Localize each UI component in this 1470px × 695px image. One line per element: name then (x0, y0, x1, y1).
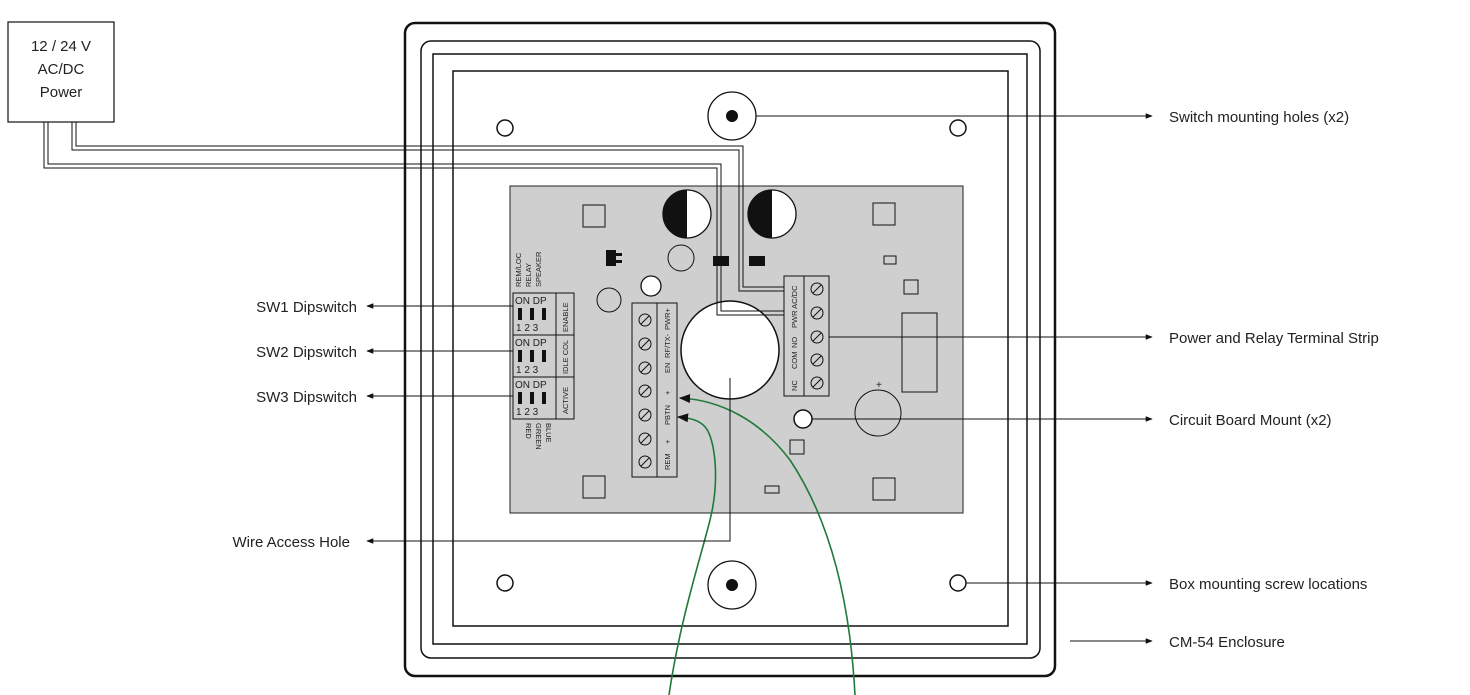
svg-text:ON DP: ON DP (515, 296, 547, 307)
sw1-dipswitch: ON DP 1 2 3 ENABLE (512, 292, 575, 336)
circuit-board-mount (793, 409, 813, 429)
svg-text:Power: Power (40, 84, 83, 101)
capacitor (747, 189, 797, 239)
dip-bottom-labels: RED GREEN BLUE (524, 423, 553, 450)
svg-text:PWR AC/DC: PWR AC/DC (790, 285, 799, 328)
callout-terminal-strip: Power and Relay Terminal Strip (1169, 330, 1379, 347)
svg-text:PWR+: PWR+ (663, 308, 672, 330)
switch-mounting-hole (707, 91, 757, 141)
svg-text:1 2 3: 1 2 3 (516, 365, 539, 376)
svg-text:COM: COM (790, 352, 799, 370)
sw2-dipswitch: ON DP 1 2 3 IDLE COL (512, 334, 575, 378)
svg-text:RF/TX-: RF/TX- (663, 333, 672, 358)
svg-text:1 2 3: 1 2 3 (516, 323, 539, 334)
svg-text:ON DP: ON DP (515, 338, 547, 349)
power-supply-box: 12 / 24 V AC/DC Power (7, 21, 115, 123)
callout-sw1: SW1 Dipswitch (256, 299, 357, 316)
dip-top-labels: REM/LOC RELAY SPEAKER (514, 251, 543, 287)
enclosure (403, 21, 1057, 678)
svg-text:+: + (663, 390, 672, 395)
power-wire (43, 122, 784, 316)
callout-sw3: SW3 Dipswitch (256, 389, 357, 406)
svg-text:NC: NC (790, 380, 799, 391)
callout-lines-left (366, 303, 731, 544)
svg-text:12 / 24 V: 12 / 24 V (31, 38, 91, 55)
svg-text:+: + (876, 380, 882, 391)
svg-text:ON DP: ON DP (515, 380, 547, 391)
sw3-dipswitch: ON DP 1 2 3 ACTIVE (512, 376, 575, 420)
box-screw-hole (496, 119, 514, 137)
callout-wire-hole: Wire Access Hole (232, 534, 350, 551)
circuit-board: + REM/LOC RELAY SPEAKER ON DP 1 2 3 ENAB… (509, 185, 964, 514)
svg-text:AC/DC: AC/DC (38, 61, 85, 78)
svg-text:EN: EN (663, 363, 672, 373)
svg-text:PBTN: PBTN (663, 405, 672, 425)
box-screw-hole (496, 574, 514, 592)
callout-switch-holes: Switch mounting holes (x2) (1169, 109, 1349, 126)
switch-mounting-hole (707, 560, 757, 610)
callout-box-screws: Box mounting screw locations (1169, 576, 1367, 593)
left-terminal-strip: PWR+ RF/TX- EN + PBTN + REM (631, 302, 678, 478)
power-relay-terminal-strip: PWR AC/DC NO COM NC (783, 275, 830, 397)
svg-text:ENABLE: ENABLE (561, 302, 570, 332)
svg-text:+: + (663, 439, 672, 444)
svg-text:1 2 3: 1 2 3 (516, 407, 539, 418)
svg-text:RELAY: RELAY (524, 263, 533, 287)
box-screw-hole (949, 574, 967, 592)
svg-text:NO: NO (790, 337, 799, 348)
callout-board-mount: Circuit Board Mount (x2) (1169, 412, 1332, 429)
svg-text:SPEAKER: SPEAKER (534, 251, 543, 287)
callout-sw2: SW2 Dipswitch (256, 344, 357, 361)
svg-text:GREEN: GREEN (534, 423, 543, 450)
callout-lines-right (756, 113, 1153, 644)
pushbutton-wires (668, 394, 856, 695)
svg-text:IDLE COL: IDLE COL (561, 340, 570, 374)
callout-enclosure: CM-54 Enclosure (1169, 634, 1285, 651)
svg-text:ACTIVE: ACTIVE (561, 387, 570, 414)
box-screw-hole (949, 119, 967, 137)
svg-text:REM/LOC: REM/LOC (514, 252, 523, 287)
capacitor (662, 189, 712, 239)
svg-text:REM: REM (663, 453, 672, 470)
svg-text:RED: RED (524, 423, 533, 439)
svg-text:BLUE: BLUE (544, 423, 553, 443)
